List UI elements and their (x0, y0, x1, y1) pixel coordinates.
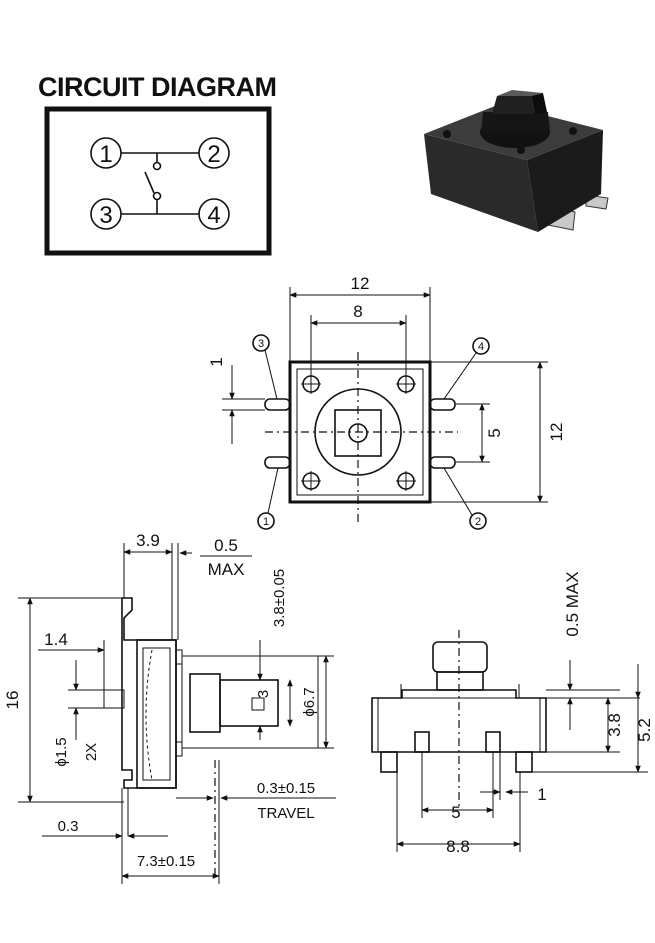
dim-depth-3-9: 3.9 (136, 531, 160, 550)
dim-travel-value: 0.3±0.15 (257, 780, 315, 797)
pin-1-symbol: 1 (90, 137, 122, 169)
side-view: 3.9 0.5 MAX 16 1.4 ϕ1.5 2X 3.8±0.05 3 (3, 531, 336, 884)
dim-actuator-size: 3.8±0.05 (271, 569, 288, 627)
dim-max-value: 0.5 (214, 536, 238, 555)
dim-height-12: 12 (547, 423, 566, 442)
svg-text:4: 4 (478, 341, 484, 353)
switch-product-photo (424, 90, 609, 232)
circuit-frame (44, 106, 272, 256)
pin-3-label: 3 (99, 202, 112, 229)
terminals (264, 398, 456, 469)
top-view-pin-1: 1 (257, 467, 279, 530)
circuit-diagram: CIRCUIT DIAGRAM 1 2 3 4 (38, 72, 277, 256)
dim-height-16: 16 (3, 691, 22, 710)
dim-overall-length: 7.3±0.15 (137, 853, 195, 870)
dim-front-height-3-8: 3.8 (605, 713, 624, 737)
dim-base-thickness: 0.3 (58, 818, 79, 835)
top-view-pin-4: 4 (443, 337, 490, 400)
dim-width-12: 12 (351, 274, 370, 293)
dim-hole-count: 2X (83, 743, 100, 761)
actuator-outline (314, 388, 402, 476)
top-view: 12 8 12 5 1 3 4 (207, 274, 566, 530)
switch-contact (144, 171, 155, 194)
pin-4-symbol: 4 (198, 198, 230, 230)
dim-actuator-dia: ϕ6.7 (301, 687, 318, 716)
pin-2-label: 2 (207, 141, 220, 168)
dim-travel-word: TRAVEL (257, 805, 314, 822)
actuator-square (334, 409, 382, 457)
svg-text:1: 1 (263, 516, 269, 528)
front-actuator (432, 641, 488, 673)
svg-text:3: 3 (258, 338, 264, 350)
top-view-pin-3: 3 (252, 334, 278, 400)
dim-front-height-5-2: 5.2 (635, 718, 654, 742)
dim-pin-offset-1-4: 1.4 (44, 630, 68, 649)
pin-1-label: 1 (99, 141, 112, 168)
dim-actuator-square-3: 3 (255, 690, 272, 698)
pin-2-symbol: 2 (198, 137, 230, 169)
dim-front-total-width: 8.8 (446, 837, 470, 856)
front-view: 0.5 MAX 3.8 5.2 5 1 8.8 (371, 571, 654, 856)
top-view-pin-2: 2 (443, 467, 487, 530)
circuit-diagram-title: CIRCUIT DIAGRAM (38, 72, 276, 102)
dim-hole-dia: ϕ1.5 (53, 737, 70, 766)
dim-max-word: MAX (208, 560, 245, 579)
dim-front-pin-width: 1 (537, 785, 546, 804)
dim-front-pin-pitch: 5 (451, 803, 460, 822)
pin-3-symbol: 3 (90, 198, 122, 230)
dim-front-max: 0.5 MAX (563, 571, 582, 636)
svg-text:2: 2 (475, 516, 481, 528)
dim-hole-spacing-8: 8 (353, 302, 362, 321)
dim-offset-1: 1 (207, 357, 226, 366)
dim-pin-pitch-5: 5 (485, 428, 504, 437)
pin-4-label: 4 (207, 202, 220, 229)
